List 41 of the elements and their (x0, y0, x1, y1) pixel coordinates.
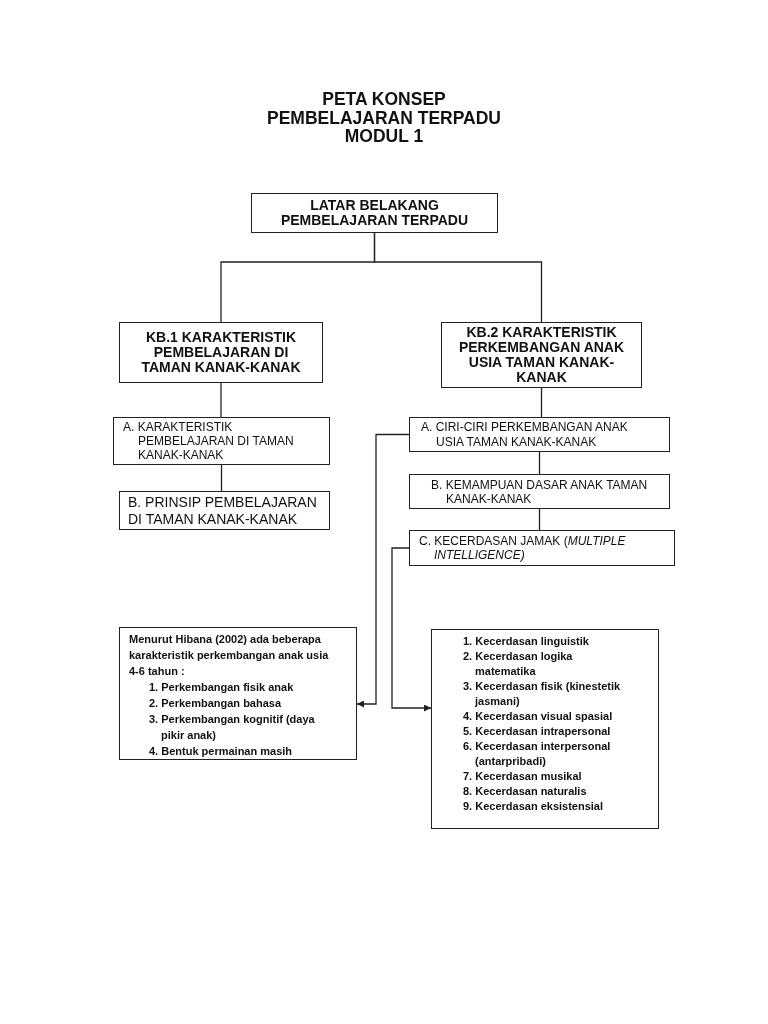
box-label: KB.1 KARAKTERISTIK PEMBELAJARAN DI TAMAN KANAK-KANAK (140, 330, 302, 375)
list-item: 7. Kecerdasan musikal (463, 769, 583, 784)
box-label: A. CIRI-CIRI PERKEMBANGAN ANAK USIA TAMAN KANAK-KANAK (421, 419, 629, 450)
connector-line (220, 382, 222, 418)
box-label: B. PRINSIP PEMBELAJARAN DI TAMAN KANAK-KANAK (128, 493, 318, 528)
concept-box (409, 530, 675, 566)
box-label: LATAR BELAKANG PEMBELAJARAN TERPADU (279, 198, 470, 228)
concept-box (119, 322, 323, 383)
list-item: 9. Kecerdasan eksistensial (463, 799, 605, 814)
list-item: 3. Kecerdasan fisik (kinestetik jasmani) (463, 679, 622, 709)
list-box (431, 629, 659, 829)
arrow (356, 433, 410, 708)
list-item: 8. Kecerdasan naturalis (463, 784, 588, 799)
concept-box (409, 417, 670, 452)
connector-line (538, 451, 541, 475)
connector-line (373, 232, 543, 323)
concept-box (409, 474, 670, 509)
concept-box (113, 417, 330, 465)
box-label: C. KECERDASAN JAMAK (MULTIPLE INTELLIGENCE) (419, 534, 627, 562)
box-label: KB.2 KARAKTERISTIK PERKEMBANGAN ANAK USIA TAMAN KANAK-KANAK (457, 325, 626, 385)
connector-line (220, 464, 223, 492)
list-item: 2. Perkembangan bahasa (149, 696, 283, 711)
connector-line (538, 508, 541, 531)
list-item: 1. Kecerdasan linguistik (463, 634, 590, 649)
concept-box (251, 193, 498, 233)
text-box (119, 627, 357, 760)
list-item: 3. Perkembangan kognitif (daya pikir anak) (149, 712, 316, 743)
connector-line (540, 387, 543, 418)
list-item: 4. Bentuk permainan masih (149, 744, 294, 759)
arrow (391, 547, 432, 712)
list-item: 1. Perkembangan fisik anak (149, 680, 295, 695)
intro-text: Menurut Hibana (2002) ada beberapa karakteristik perkembangan anak usia 4-6 tahun : (129, 632, 330, 679)
list-item: 2. Kecerdasan logika matematika (463, 649, 574, 679)
box-label: A. KARAKTERISTIK PEMBELAJARAN DI TAMAN KANAK-KANAK (123, 420, 295, 462)
concept-box (441, 322, 642, 388)
list-item: 6. Kecerdasan interpersonal (antarpribadi) (463, 739, 612, 769)
concept-box (119, 491, 330, 530)
list-item: 4. Kecerdasan visual spasial (463, 709, 614, 724)
box-label: B. KEMAMPUAN DASAR ANAK TAMAN KANAK-KANAK (431, 477, 649, 506)
diagram-title: PETA KONSEP PEMBELAJARAN TERPADU MODUL 1 (266, 90, 502, 146)
list-item: 5. Kecerdasan intrapersonal (463, 724, 612, 739)
